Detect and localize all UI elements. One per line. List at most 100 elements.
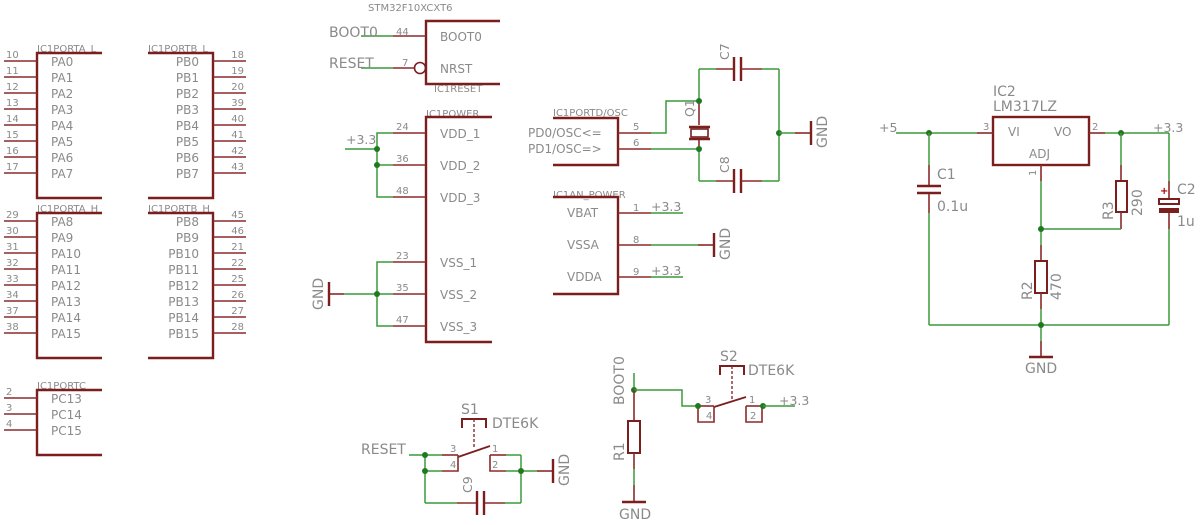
r3-label: R3 (1101, 201, 1117, 220)
pin-name: PA6 (51, 151, 73, 165)
pin-number: 19 (231, 66, 244, 77)
s2-pin-2: 2 (750, 411, 756, 422)
net-label-reset: RESET (329, 56, 374, 72)
capacitor-c2 (1158, 198, 1180, 205)
pin-number: 20 (231, 82, 244, 93)
pin-number: 21 (231, 242, 244, 253)
pin-number: 16 (6, 146, 19, 157)
junction (374, 162, 380, 168)
pin-number: 37 (6, 306, 19, 317)
net-label-reset-s1: RESET (361, 442, 406, 458)
pin-number: 11 (6, 66, 19, 77)
gnd-label: GND (311, 278, 327, 310)
pin-name: PA12 (51, 279, 81, 293)
pin-name-adj: ADJ (1029, 147, 1050, 161)
pin-number: 39 (231, 98, 244, 109)
pin-num-7: 7 (402, 58, 408, 69)
pin-number: 33 (6, 274, 19, 285)
pin-name: VDD_1 (440, 127, 480, 141)
pin-name-vi: VI (1008, 125, 1020, 139)
pin-pb3: 39 PB3 (176, 98, 246, 117)
junction (422, 452, 428, 458)
s2-pin-4: 4 (706, 411, 712, 422)
net-label-boot0-s2: BOOT0 (612, 356, 628, 405)
pin-number: 31 (6, 242, 19, 253)
ic1-an-power-label: IC1AN_POWER (553, 190, 626, 201)
port-block-label: IC1PORTA_L (37, 44, 97, 55)
r3-value: 290 (1130, 189, 1146, 216)
ic1-reset-body (424, 19, 500, 86)
port-block-label: IC1PORTC (37, 381, 86, 392)
pin-number: 23 (396, 251, 409, 262)
port-block-label: IC1PORTB_H (148, 204, 210, 215)
s2-name: S2 (720, 349, 738, 365)
pin-num-8: 8 (633, 235, 639, 246)
pin-name: PB14 (168, 311, 199, 325)
r2-label: R2 (1020, 281, 1036, 300)
s2-value: DTE6K (748, 363, 795, 379)
s1-pin-4: 4 (450, 460, 456, 471)
pin-name-vssa: VSSA (567, 238, 600, 252)
pin-number: 27 (231, 306, 244, 317)
s1-pin-2: 2 (492, 460, 498, 471)
pin-name: VSS_1 (440, 256, 477, 270)
pin-name-pd1: PD1/OSC=> (528, 142, 602, 156)
pin-name: PC13 (51, 392, 82, 406)
pin-num-1: 1 (633, 203, 639, 214)
pin-num-44: 44 (396, 27, 409, 38)
pin-num-3: 3 (983, 122, 989, 133)
c9-label: C9 (460, 476, 475, 493)
pin-name: PB8 (176, 215, 199, 229)
resistor-r1 (627, 420, 641, 454)
pin-pa12: 33 PA12 (4, 274, 81, 293)
pin-number: 13 (6, 98, 19, 109)
junction (1038, 226, 1044, 232)
s2-pin-1: 1 (749, 395, 755, 406)
junction (518, 468, 524, 474)
pin-name: PB0 (176, 55, 199, 69)
pin-number: 10 (6, 50, 19, 61)
pin-name: PB7 (176, 167, 199, 181)
s1-value: DTE6K (492, 416, 539, 432)
pin-num-2: 2 (1092, 122, 1098, 133)
pin-name: PA2 (51, 87, 73, 101)
ic1-reset-label: IC1RESET (434, 84, 483, 95)
resistor-r2 (1034, 260, 1048, 294)
pin-name: VDD_2 (440, 159, 480, 173)
pin-name: PB1 (176, 71, 199, 85)
net-label-vdd: +3.3 (346, 132, 376, 147)
junction (374, 291, 380, 297)
pin-number: 34 (6, 290, 19, 301)
pin-number: 28 (231, 322, 244, 333)
gnd-label: GND (1025, 361, 1057, 377)
ic1-reset-block: STM32F10XCXT6 BOOT0 NRST 44 7 BOOT0 RESE… (329, 3, 500, 95)
pin-name: PA10 (51, 247, 81, 261)
pin-name: PB10 (168, 247, 199, 261)
c2-label: C2 (1177, 182, 1196, 198)
pin-number: 42 (231, 146, 244, 157)
pin-name: PB3 (176, 103, 199, 117)
pin-name: PA9 (51, 231, 73, 245)
pin-name: PB4 (176, 119, 199, 133)
ic1-portb-h-block: IC1PORTB_H45PB846PB921PB1022PB1125PB1226… (148, 204, 246, 360)
pin-number: 41 (231, 130, 244, 141)
gnd-label: GND (557, 454, 573, 486)
pin-name: PA3 (51, 103, 73, 117)
junction (1038, 322, 1044, 328)
net-label-5v: +5 (879, 120, 897, 135)
